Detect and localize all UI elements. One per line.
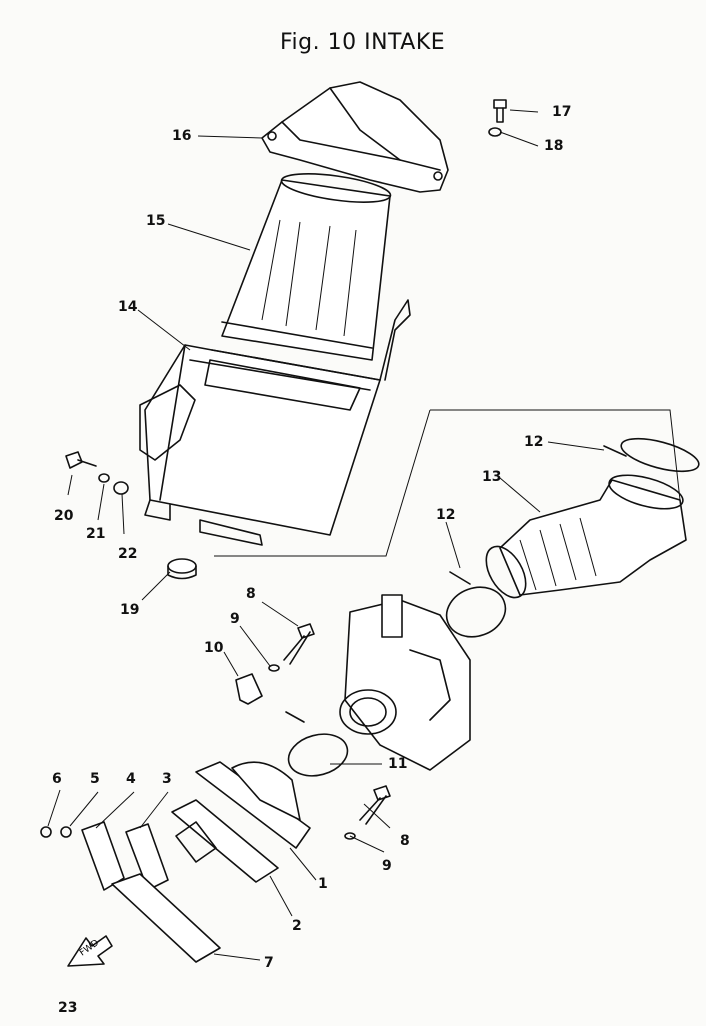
callout-12-lower: 12 bbox=[436, 507, 456, 523]
callout-12-upper: 12 bbox=[524, 434, 544, 450]
air-inlet-cover bbox=[261, 81, 449, 193]
intake-joint-hose bbox=[445, 437, 700, 638]
callout-21: 21 bbox=[86, 526, 106, 542]
callout-8-lower: 8 bbox=[400, 833, 410, 849]
callout-13: 13 bbox=[482, 469, 502, 485]
callout-16: 16 bbox=[172, 128, 192, 144]
callout-4: 4 bbox=[126, 771, 136, 787]
callout-11: 11 bbox=[388, 756, 408, 772]
air-filter-element bbox=[221, 173, 392, 361]
cover-screw bbox=[488, 99, 507, 137]
callout-10: 10 bbox=[204, 640, 224, 656]
callout-5: 5 bbox=[90, 771, 100, 787]
callout-9-upper: 9 bbox=[230, 611, 240, 627]
callout-6: 6 bbox=[52, 771, 62, 787]
carb-clamp-and-bolts bbox=[235, 623, 391, 840]
callout-17: 17 bbox=[552, 104, 572, 120]
callout-20: 20 bbox=[54, 508, 74, 524]
reed-valve-assembly bbox=[40, 761, 311, 963]
callout-1: 1 bbox=[318, 876, 328, 892]
callout-14: 14 bbox=[118, 299, 138, 315]
callout-7: 7 bbox=[264, 955, 274, 971]
leader-lines bbox=[47, 109, 681, 961]
figure-title: Fig. 10 INTAKE bbox=[280, 30, 446, 55]
fwd-arrow: FWD bbox=[67, 935, 113, 967]
air-cleaner-case bbox=[139, 299, 411, 546]
case-bolt-set bbox=[65, 451, 197, 580]
callout-15: 15 bbox=[146, 213, 166, 229]
callout-2: 2 bbox=[292, 918, 302, 934]
callout-3: 3 bbox=[162, 771, 172, 787]
carburetor bbox=[339, 594, 471, 771]
callout-19: 19 bbox=[120, 602, 140, 618]
page-number: 23 bbox=[58, 1000, 78, 1016]
callout-9-lower: 9 bbox=[382, 858, 392, 874]
callout-18: 18 bbox=[544, 138, 564, 154]
callout-22: 22 bbox=[118, 546, 138, 562]
callout-8-upper: 8 bbox=[246, 586, 256, 602]
